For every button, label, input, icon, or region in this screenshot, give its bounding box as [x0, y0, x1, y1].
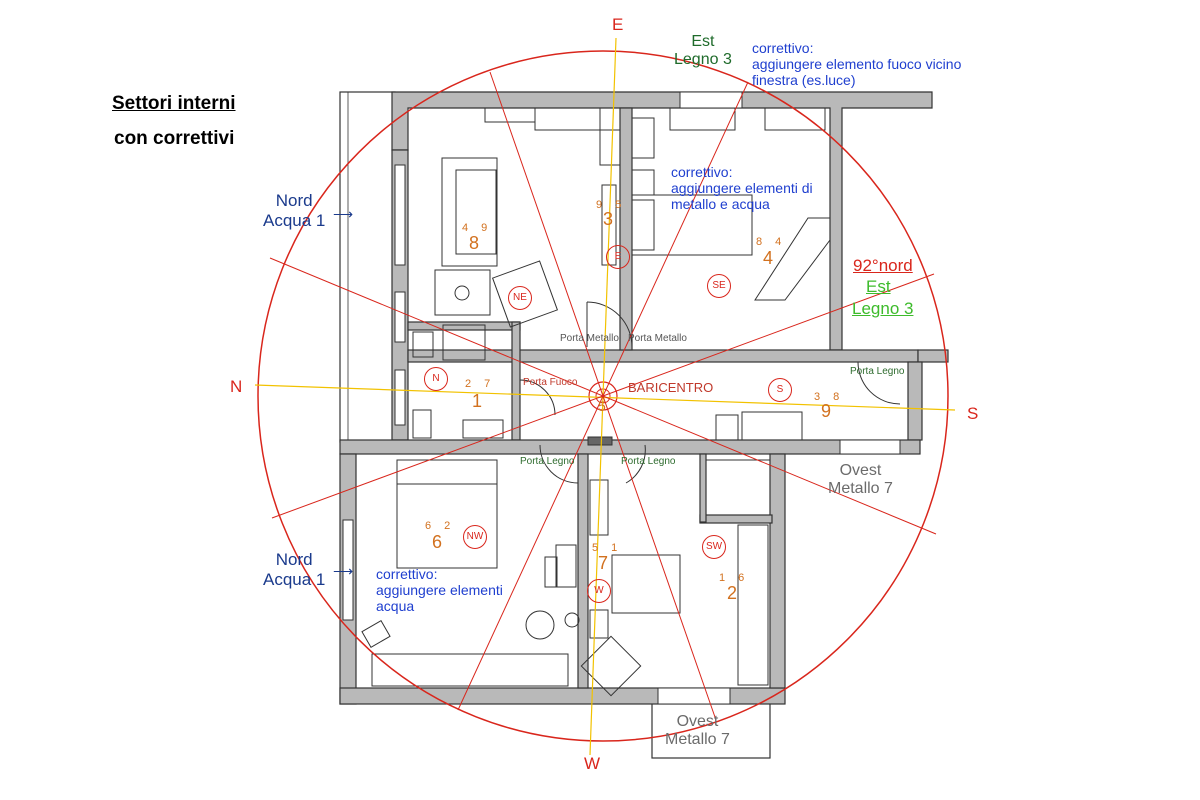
nord-top-line2: Acqua 1 — [263, 210, 326, 230]
sector-ne: NE — [508, 286, 532, 310]
nord-top-line1: Nord — [275, 191, 313, 210]
room-3-small: 9 5 — [596, 199, 627, 211]
door-legno-bottom-1: Porta Legno — [520, 456, 575, 467]
room-9-big: 9 — [821, 401, 832, 421]
balcony-left — [339, 91, 396, 443]
correttivo-bottom-line3: acqua — [376, 598, 415, 615]
room-4-big: 4 — [763, 248, 774, 268]
ovest-bottom-line2: Metallo 7 — [665, 731, 730, 749]
room-4-small: 8 4 — [756, 236, 787, 248]
door-legno-right: Porta Legno — [850, 366, 905, 377]
nord-bottom-line1: Nord — [275, 550, 313, 569]
est-top: Est Legno 3 — [674, 33, 732, 70]
correttivo-bottom-line1: correttivo: — [376, 566, 438, 582]
correttivo-top-line1: correttivo: — [752, 40, 814, 56]
est-right-line1: Est — [866, 277, 891, 296]
wall-mid-vertical — [619, 107, 633, 351]
sector-sw: SW — [702, 535, 726, 559]
baricentro-label: BARICENTRO — [628, 380, 714, 395]
compass-n: N — [230, 377, 243, 396]
baricentro-number: 5 — [598, 398, 606, 414]
door-fuoco: Porta Fuoco — [523, 377, 578, 388]
sector-nw: NW — [463, 525, 487, 549]
title-line2: con correttivi — [114, 128, 235, 149]
room-3-big: 3 — [603, 209, 614, 229]
door-metallo-1: Porta Metallo — [560, 333, 619, 344]
balcony-bottom — [651, 699, 771, 759]
compass-circle — [257, 50, 949, 742]
est-right-heading: 92°nord — [853, 256, 913, 275]
sector-e: E — [606, 245, 630, 269]
door-swings — [519, 301, 901, 484]
wall-corridor-bottom — [339, 439, 921, 455]
room-6-big: 6 — [432, 532, 443, 552]
correttivo-middle: correttivo: aggiungere elementi di metal… — [671, 164, 813, 212]
sector-se: SE — [707, 274, 731, 298]
compass-s: S — [967, 404, 979, 423]
nord-top-arrow-icon: ⟶ — [333, 206, 354, 222]
compass-w: W — [584, 754, 601, 773]
sector-n: N — [424, 367, 448, 391]
correttivo-middle-line2: aggiungere elementi di — [671, 180, 813, 197]
room-1-small: 2 7 — [465, 378, 496, 390]
est-right-line2: Legno 3 — [852, 299, 914, 318]
est-top-line1: Est — [691, 33, 715, 50]
room-2-big: 2 — [727, 583, 738, 603]
door-legno-bottom-2: Porta Legno — [621, 456, 676, 467]
nord-bottom-line2: Acqua 1 — [263, 569, 326, 589]
correttivo-top-line3: finestra (es.luce) — [752, 72, 856, 89]
nord-top: Nord Acqua 1 — [263, 191, 325, 230]
est-top-line2: Legno 3 — [674, 51, 732, 69]
room-7-big: 7 — [598, 553, 609, 573]
nord-bottom-arrow-icon: ⟶ — [333, 563, 354, 579]
ovest-bottom: Ovest Metallo 7 — [665, 713, 730, 750]
ovest-bottom-line1: Ovest — [676, 713, 719, 730]
room-8-big: 8 — [469, 233, 480, 253]
room-6-small: 6 2 — [425, 520, 456, 532]
correttivo-top: correttivo: aggiungere elemento fuoco vi… — [752, 40, 961, 88]
windows — [342, 91, 901, 705]
title-line1: Settori interni — [112, 93, 236, 114]
wall-mid-lower — [577, 453, 589, 689]
sector-lines — [269, 71, 937, 721]
wall-right-corridor — [907, 361, 923, 441]
furniture — [361, 107, 831, 697]
correttivo-middle-line1: correttivo: — [671, 164, 733, 180]
room-9-small: 3 8 — [814, 391, 845, 403]
correttivo-bottom-line2: aggiungere elementi — [376, 582, 503, 599]
correttivo-top-line2: aggiungere elemento fuoco vicino — [752, 56, 962, 73]
wall-right-lower — [769, 453, 786, 689]
room-2-small: 1 6 — [719, 572, 750, 584]
ovest-right-line2: Metallo 7 — [828, 480, 893, 498]
room-1-big: 1 — [472, 391, 483, 411]
sector-w: W — [587, 579, 611, 603]
ovest-right: Ovest Metallo 7 — [828, 462, 893, 499]
ovest-right-line1: Ovest — [839, 462, 882, 479]
sector-s: S — [768, 378, 792, 402]
room-8-small: 4 9 — [462, 222, 493, 234]
room-7-small: 5 1 — [592, 542, 623, 554]
door-metallo-2: Porta Metallo — [628, 333, 687, 344]
correttivo-middle-line3: metallo e acqua — [671, 196, 770, 213]
compass-e: E — [612, 15, 624, 34]
correttivo-bottom: correttivo: aggiungere elementi acqua — [376, 566, 503, 614]
nord-bottom: Nord Acqua 1 — [263, 550, 325, 589]
